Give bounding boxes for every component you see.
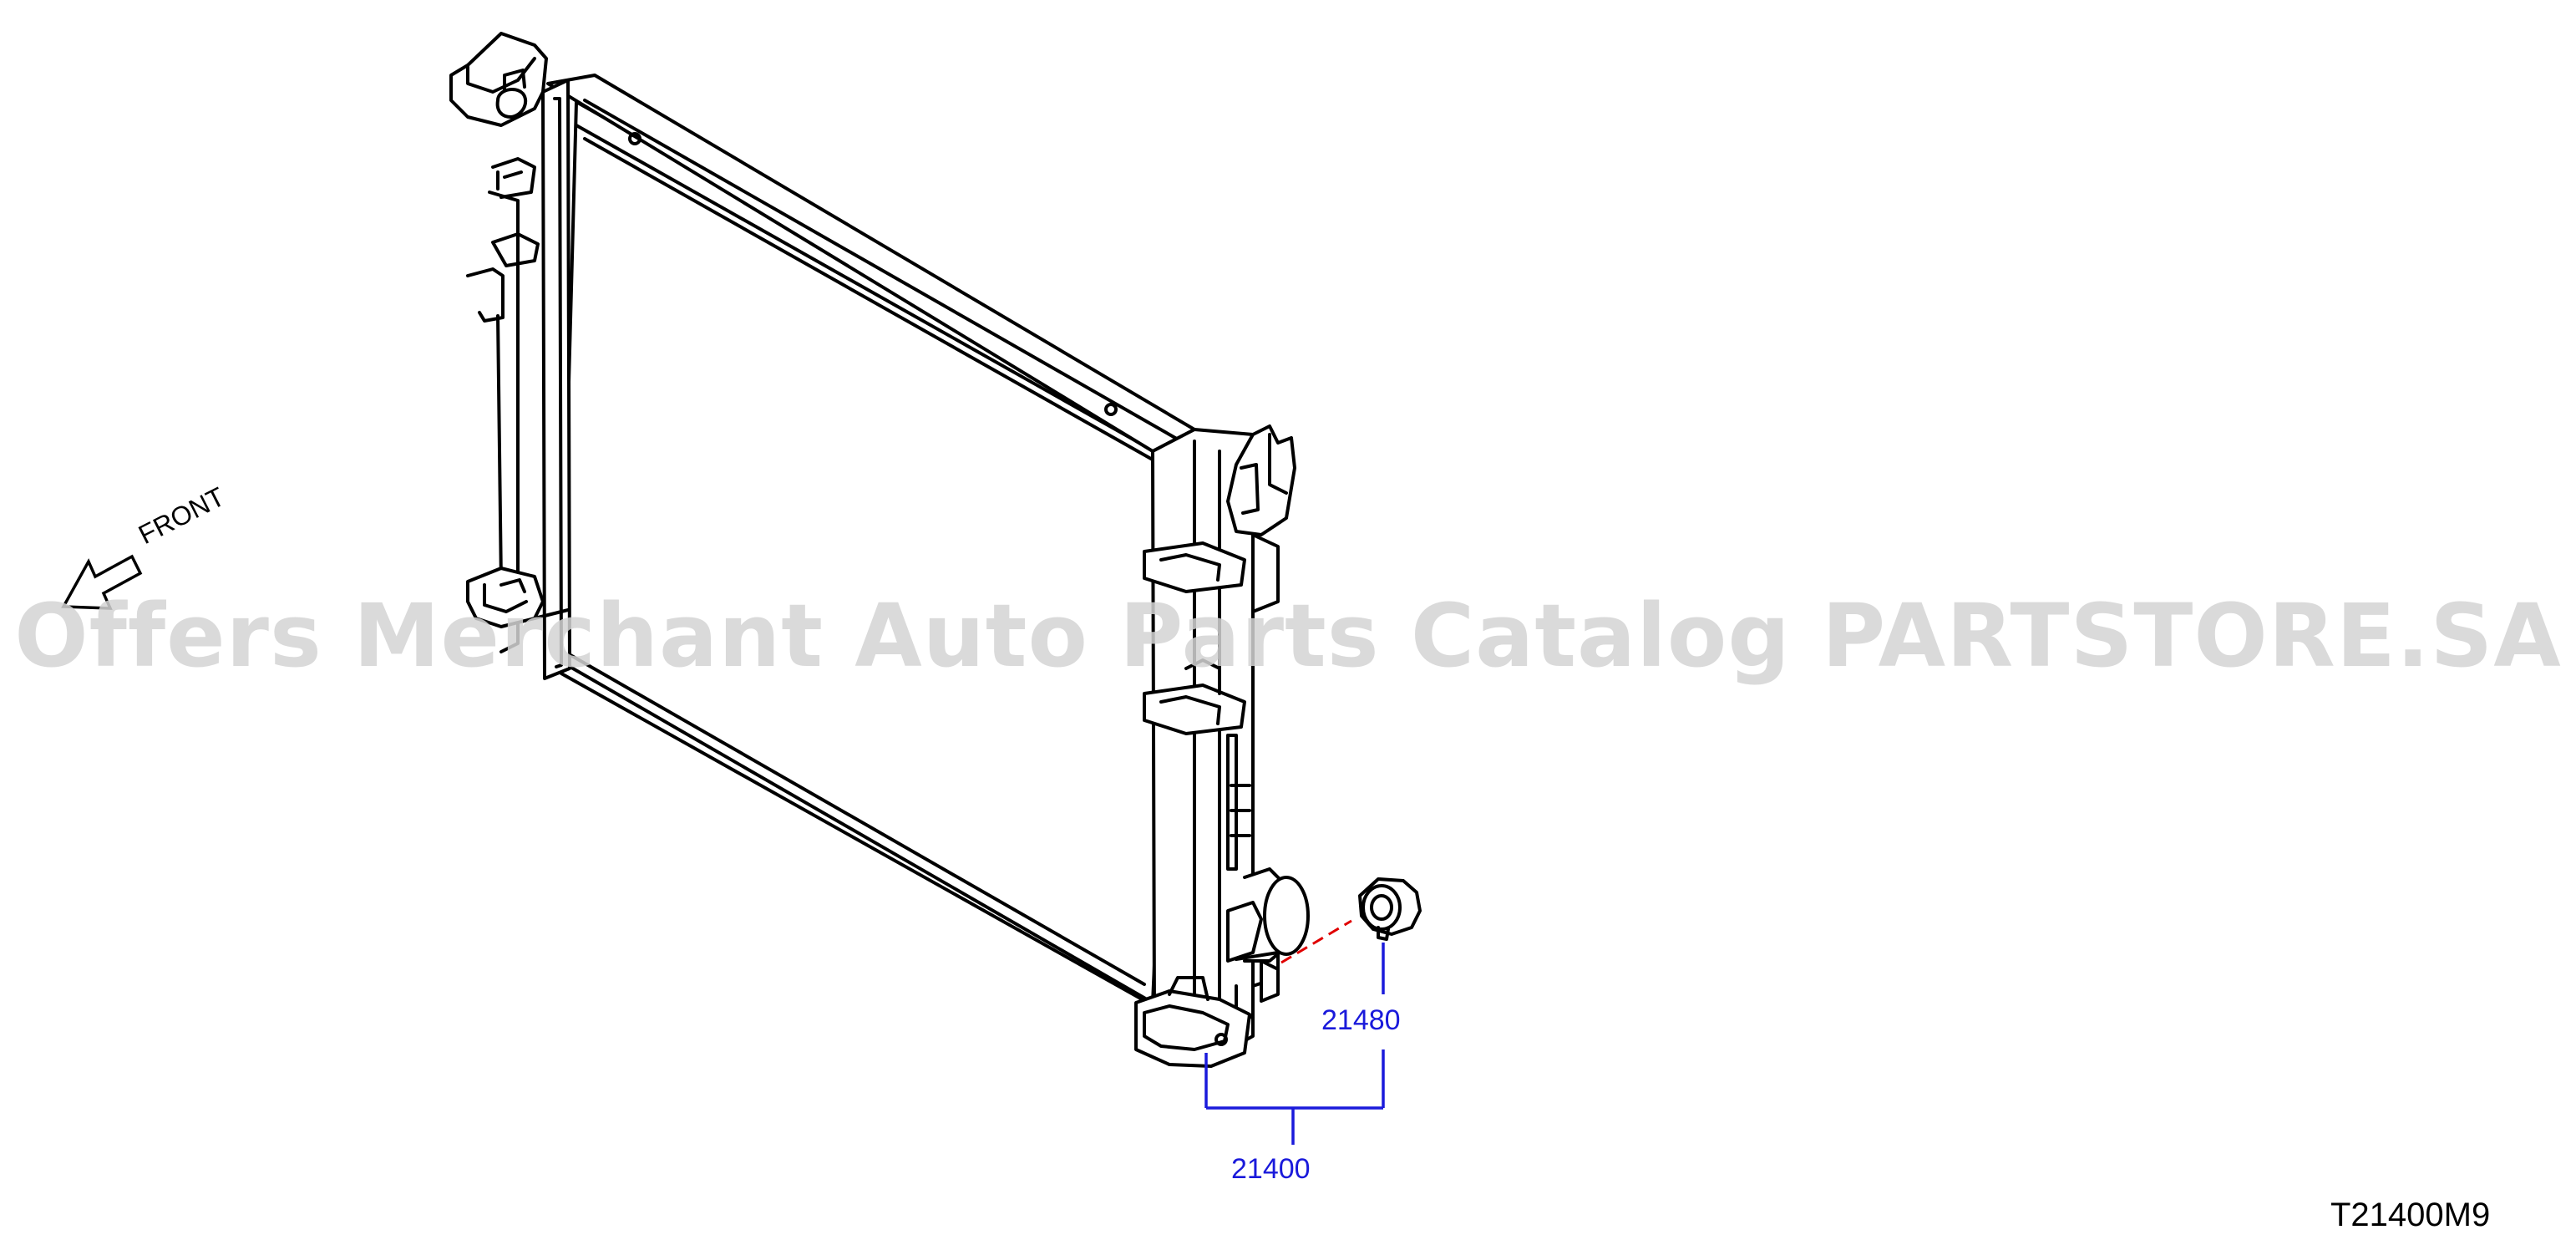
top-right-mount-bracket [1143,424,1296,613]
upper-tank-rail [546,74,1196,453]
drain-plug-leader-dashed [1280,919,1352,964]
left-side-tank [466,79,571,680]
drain-plug [1358,877,1422,941]
diagram-id: T21400M9 [2330,1197,2491,1233]
front-arrow-icon [61,554,143,610]
callout-21480[interactable]: 21480 [1321,1004,1401,1036]
lower-right-mount-bracket [1134,976,1251,1068]
top-left-mount-bracket [449,32,548,267]
callout-lines [1204,943,1385,1145]
mid-right-clip [1143,658,1246,735]
lower-left-mount-bracket [466,567,570,628]
callout-21400[interactable]: 21400 [1231,1153,1311,1185]
lower-tank-outlet [1226,867,1310,1019]
